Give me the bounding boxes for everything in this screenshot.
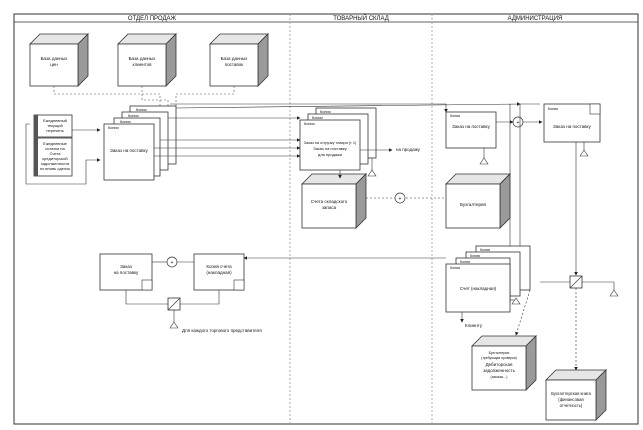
admin-order2-title: Заказ на поставку: [553, 124, 591, 129]
wh-copy-3: Копия: [304, 122, 315, 126]
daily-orders-line3: Счета: [49, 151, 61, 156]
daily-list-line2: текущий: [47, 123, 63, 128]
lane-warehouse-title: ТОВАРНЫЙ СКЛАД: [333, 14, 389, 22]
copy-label-1: Копия: [136, 108, 147, 112]
daily-list-line1: Ежедневный: [43, 118, 67, 123]
inv-copy-4: Копия: [450, 266, 460, 270]
stock-request-stack: Копия Копия Копия Заказ на отгрузку това…: [299, 107, 377, 171]
payables-line2: (требующая проверки): [481, 356, 517, 360]
daily-orders-line2: остатки на: [45, 146, 65, 151]
admin-order2-header: Копия: [548, 107, 558, 111]
sales-order-bottom-line2: на поставку: [114, 270, 139, 275]
payables-line3: Дебиторская: [486, 362, 513, 367]
database-stock-accounting: Счета складского запаса: [301, 173, 367, 229]
database-prices-line2: цен: [50, 62, 58, 67]
daily-orders-line6: по вновь сделок: [40, 166, 70, 171]
daily-orders-line4: кредиторской: [42, 156, 67, 161]
invoice-title: Счет (накладная): [460, 286, 497, 291]
lane-admin-title: АДМИНИСТРАЦИЯ: [508, 16, 563, 22]
daily-orders-doc: Ежедневные остатки на Счета кредиторской…: [33, 137, 73, 177]
copy-label-4: Копия: [108, 126, 119, 130]
invoice-copy-line1: Копия счета: [206, 264, 232, 269]
database-clients-line1: База данных: [129, 56, 157, 61]
invoice-copy-doc: Копия счета (накладная): [193, 253, 245, 291]
wh-copy-1: Копия: [320, 110, 331, 114]
database-accounting: Бухгалтерия: [445, 173, 511, 229]
ledger-line1: Бухгалтерская книга: [551, 391, 591, 396]
to-sale-label: на продажу: [396, 147, 421, 152]
invoice-copy-line2: (накладная): [206, 270, 232, 275]
database-clients: База данных клиентов: [117, 33, 177, 87]
payables-line1: Бухгалтерия: [489, 351, 510, 355]
signature-label: Для каждого торгового представителя: [182, 328, 262, 333]
stock-triangle: [367, 169, 377, 177]
admin-order-header: Копия: [450, 114, 460, 118]
merge-symbol-2: +: [517, 120, 520, 126]
database-shipments: База данных поставок: [209, 33, 269, 87]
admin-order2-doc: Копия Заказ на поставку: [543, 103, 601, 143]
daily-list-doc: Ежедневный текущий перечень: [33, 114, 73, 138]
invoice-stack: Копия Копия Копия Копия Счет (накладная): [445, 245, 531, 313]
stock-request-line2: Заказ на поставку: [313, 146, 346, 151]
inv-copy-2: Копия: [470, 254, 480, 258]
payables-line4: задолженность: [483, 368, 516, 373]
stock-accounting-line1: Счета складского: [311, 199, 348, 204]
daily-orders-line5: задолженности: [41, 161, 69, 166]
sales-order-bottom-doc: Заказ на поставку: [99, 253, 153, 291]
database-prices-line1: База данных: [41, 56, 69, 61]
database-clients-line2: клиентов: [132, 62, 152, 67]
database-prices: База данных цен: [29, 33, 89, 87]
admin-order-title: Заказ на поставку: [452, 124, 490, 129]
payables-line5: (заказы...): [491, 375, 508, 379]
database-payables: Бухгалтерия (требующая проверки) Дебитор…: [471, 335, 537, 391]
copy-label-2: Копия: [128, 114, 139, 118]
sales-order-stack: Копия Копия Копия Копия Заказ на поставк…: [103, 105, 177, 181]
diagram-frame: [13, 13, 639, 425]
merge-symbol-1: +: [399, 196, 402, 202]
daily-list-line3: перечень: [46, 128, 63, 133]
sales-order-title: Заказ на поставку: [110, 148, 148, 153]
ledger-line3: отчетность): [560, 403, 583, 408]
stock-accounting-line2: запаса: [322, 205, 337, 210]
accounting-line1: Бухгалтерия: [460, 202, 487, 207]
stock-request-line1: Заказ на отгрузку товара (т 1): [304, 141, 357, 145]
database-ledger: Бухгалтерская книга (финансовая отчетнос…: [545, 369, 607, 421]
inv-copy-3: Копия: [460, 260, 470, 264]
database-shipments-line2: поставок: [225, 62, 244, 67]
inv-copy-1: Копия: [480, 248, 490, 252]
wh-copy-2: Копия: [312, 116, 323, 120]
daily-orders-line1: Ежедневные: [43, 141, 67, 146]
sales-order-bottom-line1: Заказ: [120, 264, 132, 269]
database-shipments-line1: База данных: [221, 56, 249, 61]
stock-request-line3: для продажи: [318, 152, 342, 157]
admin-order-doc: Копия Заказ на поставку: [445, 111, 497, 149]
copy-label-3: Копия: [120, 120, 131, 124]
merge-symbol-3: +: [171, 260, 174, 266]
to-client-label: Клиенту: [465, 323, 483, 328]
ledger-line2: (финансовая: [558, 397, 583, 402]
lane-sales-title: ОТДЕЛ ПРОДАЖ: [128, 16, 177, 22]
